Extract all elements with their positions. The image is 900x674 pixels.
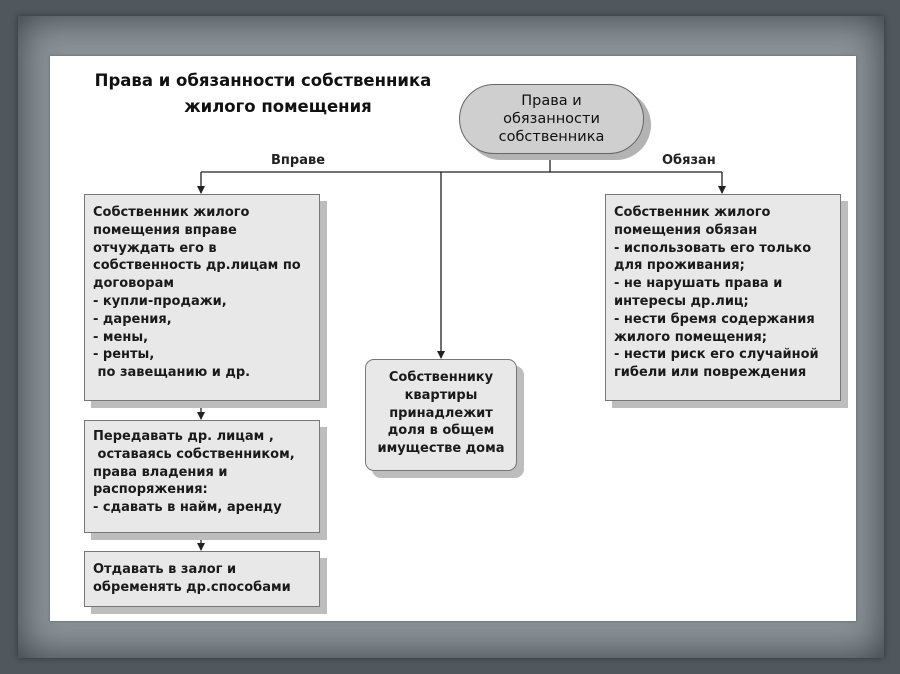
edge-label-entitled: Вправе	[271, 153, 326, 168]
box-line: гибели или повреждения	[614, 365, 807, 381]
box-line: распоряжения:	[93, 482, 208, 498]
box-line: - сдавать в найм, аренду	[93, 500, 282, 516]
box-line: - использовать его только	[614, 240, 812, 256]
box-line: права владения и	[93, 464, 228, 480]
box-line: для проживания;	[614, 258, 745, 274]
root-line: обязанности	[503, 111, 600, 127]
box-line: квартиры	[404, 387, 478, 403]
box-line: доля в общем	[387, 423, 495, 439]
rights-box-pledge: Отдавать в залог и обременять др.способа…	[84, 551, 320, 607]
box-line: помещения обязан	[614, 222, 758, 238]
edge-label-obliged: Обязан	[662, 153, 716, 168]
rights-box-alienation: Собственник жилого помещения вправе отчу…	[84, 194, 320, 401]
box-line: - мены,	[93, 329, 149, 345]
box-line: - ренты,	[93, 347, 155, 363]
box-line: - не нарушать права и	[614, 276, 783, 292]
box-line: отчуждать его в	[93, 240, 217, 256]
box-line: Собственнику	[388, 370, 494, 385]
box-line: - нести бремя содержания	[614, 311, 815, 327]
box-line: Отдавать в залог и	[93, 562, 237, 577]
box-line: жилого помещения;	[614, 329, 767, 345]
box-line: оставаясь собственником,	[93, 446, 295, 462]
box-line: Собственник жилого	[614, 205, 771, 220]
obligations-box: Собственник жилого помещения обязан - ис…	[605, 194, 841, 401]
box-line: - дарения,	[93, 311, 172, 327]
box-line: принадлежит	[389, 405, 493, 421]
box-line: имуществе дома	[377, 441, 505, 457]
box-line: Передавать др. лицам ,	[93, 429, 274, 444]
root-node-owner-rights: Права и обязанности собственника	[459, 84, 644, 154]
middle-box-common-property: Собственнику квартиры принадлежит доля в…	[365, 359, 517, 471]
rights-box-transfer: Передавать др. лицам , оставаясь собстве…	[84, 420, 320, 533]
box-line: Собственник жилого	[93, 205, 250, 220]
box-line: собственность др.лицам по	[93, 258, 301, 274]
box-line: договорам	[93, 276, 175, 292]
title-line-1: Права и обязанности собственника	[94, 71, 432, 90]
box-line: интересы др.лиц;	[614, 293, 749, 309]
root-line: Права и	[521, 93, 582, 109]
box-line: помещения вправе	[93, 222, 237, 238]
box-line: - купли-продажи,	[93, 293, 227, 309]
diagram-title: Права и обязанности собственника жилого …	[68, 68, 458, 120]
root-line: собственника	[498, 129, 605, 145]
box-line: обременять др.способами	[93, 579, 291, 595]
box-line: по завещанию и др.	[93, 365, 251, 381]
box-line: - нести риск его случайной	[614, 347, 819, 363]
title-line-2: жилого помещения	[184, 97, 372, 116]
